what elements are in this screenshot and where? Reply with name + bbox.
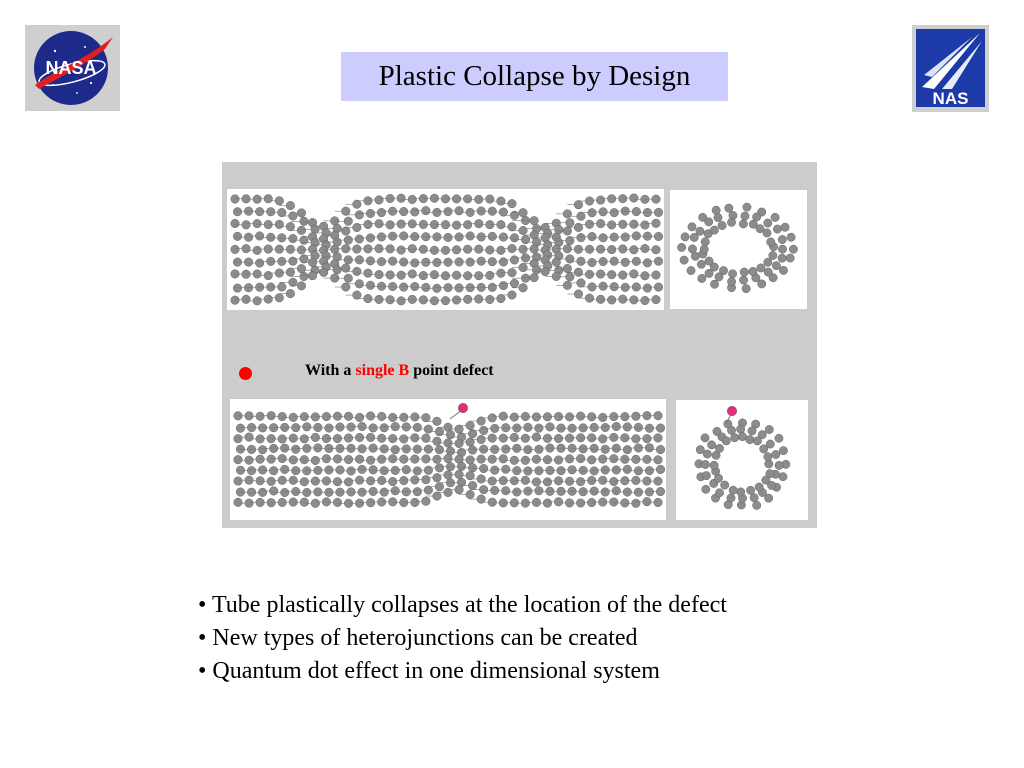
nanotube-figure: With a single B point defect: [222, 162, 817, 528]
bullet-item: • Quantum dot effect in one dimensional …: [198, 658, 660, 684]
figure-caption: With a single B point defect: [305, 362, 494, 380]
bullet-list: • Tube plastically collapses at the loca…: [198, 589, 898, 688]
collapsed-tube-end-view: [670, 190, 807, 309]
collapsed-tube-side-image: [230, 193, 664, 306]
caption-prefix: With a: [305, 362, 352, 379]
defect-tube-side-view: [230, 399, 666, 520]
nas-logo-text: NAS: [933, 89, 969, 108]
collapsed-tube-end-image: [677, 202, 798, 294]
nasa-logo-text: NASA: [45, 58, 96, 78]
red-dot-bullet-icon: [239, 367, 252, 380]
slide-title: Plastic Collapse by Design: [378, 60, 691, 92]
slide-title-box: Plastic Collapse by Design: [341, 52, 728, 101]
bullet-item: • Tube plastically collapses at the loca…: [198, 592, 727, 618]
bullet-item: • New types of heterojunctions can be cr…: [198, 625, 638, 651]
nasa-logo: NASA: [25, 25, 120, 111]
nas-logo: NAS: [912, 25, 989, 112]
caption-suffix: point defect: [413, 362, 494, 379]
caption-highlight: single B: [355, 362, 410, 379]
defect-tube-side-image: [233, 402, 666, 508]
defect-tube-end-image: [694, 405, 791, 510]
nasa-meatball-icon: NASA: [34, 31, 113, 105]
nas-logo-icon: NAS: [916, 29, 985, 108]
collapsed-tube-side-view: [227, 189, 664, 310]
defect-tube-end-view: [676, 400, 808, 520]
